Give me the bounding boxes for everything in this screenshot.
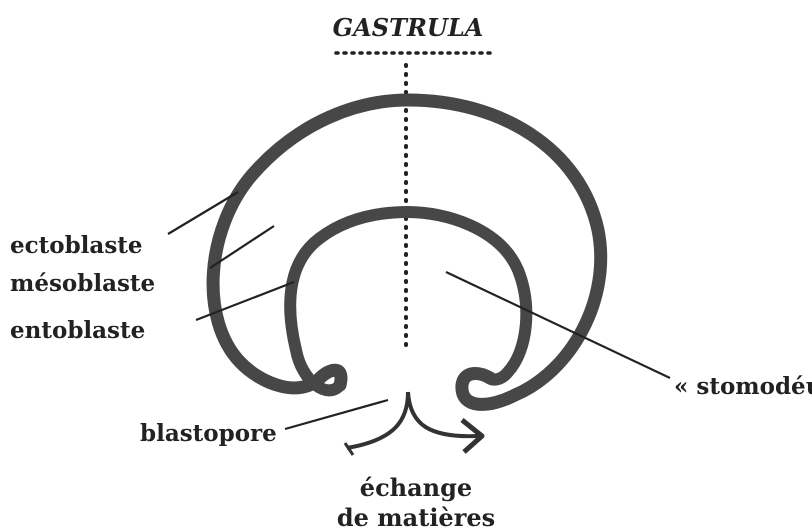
inner-wall [290, 212, 526, 390]
label-blastopore: blastopore [140, 420, 277, 447]
label-exchange-line2: de matières [337, 503, 495, 531]
label-stomodeum: « stomodéum » [674, 373, 812, 400]
diagram-title: GASTRULA [333, 13, 484, 42]
label-entoblaste: entoblaste [10, 317, 145, 344]
label-ectoblaste: ectoblaste [10, 232, 143, 259]
exchange-arrow-left [347, 392, 408, 448]
label-exchange-line1: échange [360, 473, 472, 502]
leader-blastopore [285, 400, 388, 429]
label-mesoblaste: mésoblaste [10, 270, 155, 297]
